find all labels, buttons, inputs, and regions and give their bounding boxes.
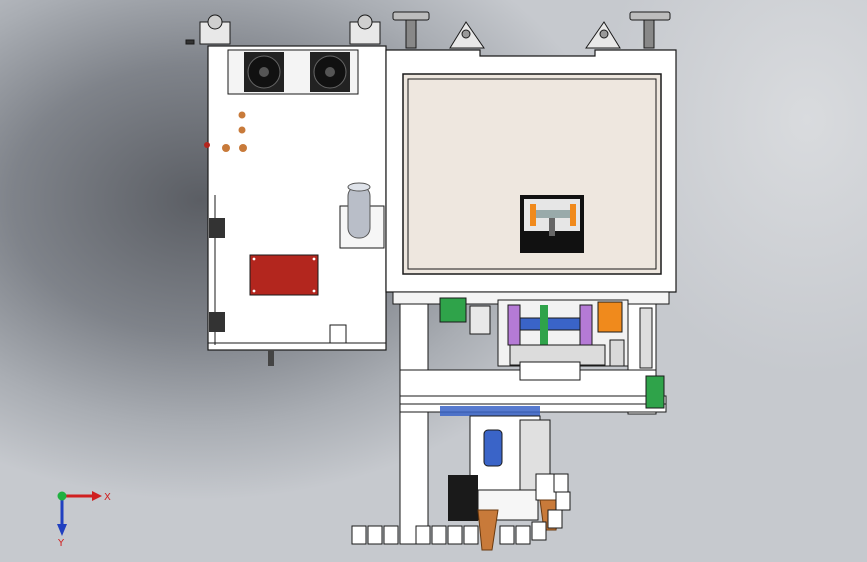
side-knob — [204, 142, 210, 148]
leveling-foot-1 — [392, 11, 430, 49]
main-enclosure[interactable] — [385, 49, 677, 293]
drive-unit — [440, 406, 561, 551]
caster-right-2 — [585, 21, 621, 49]
electrical-cabinet[interactable] — [204, 45, 387, 366]
hinge-top — [209, 218, 225, 238]
caster-left — [185, 14, 231, 45]
caster-right-1 — [449, 21, 485, 49]
cabinet-handle — [329, 324, 347, 344]
cooling-fan-panel — [227, 49, 359, 95]
hinge-bottom — [209, 312, 225, 332]
leveling-foot-2 — [629, 11, 671, 49]
y-axis-indicator — [57, 491, 67, 501]
vent-elbow-pipe — [339, 182, 385, 249]
cable-chain — [351, 473, 571, 545]
indicator-light-4 — [239, 144, 247, 152]
orientation-triad: X Y — [57, 491, 111, 549]
warning-plate — [249, 254, 319, 296]
indicator-light-1 — [238, 111, 246, 119]
indicator-light-2 — [238, 126, 246, 134]
inspection-window — [520, 195, 584, 253]
z-axis-arrowhead — [57, 524, 67, 536]
indicator-light-3 — [222, 144, 230, 152]
caster-middle — [349, 14, 381, 45]
y-axis-label: Y — [57, 538, 65, 549]
x-axis-arrowhead — [92, 491, 102, 501]
cable-gland — [268, 350, 274, 366]
x-axis-label: X — [104, 492, 111, 503]
mechanism-assembly — [439, 297, 665, 409]
